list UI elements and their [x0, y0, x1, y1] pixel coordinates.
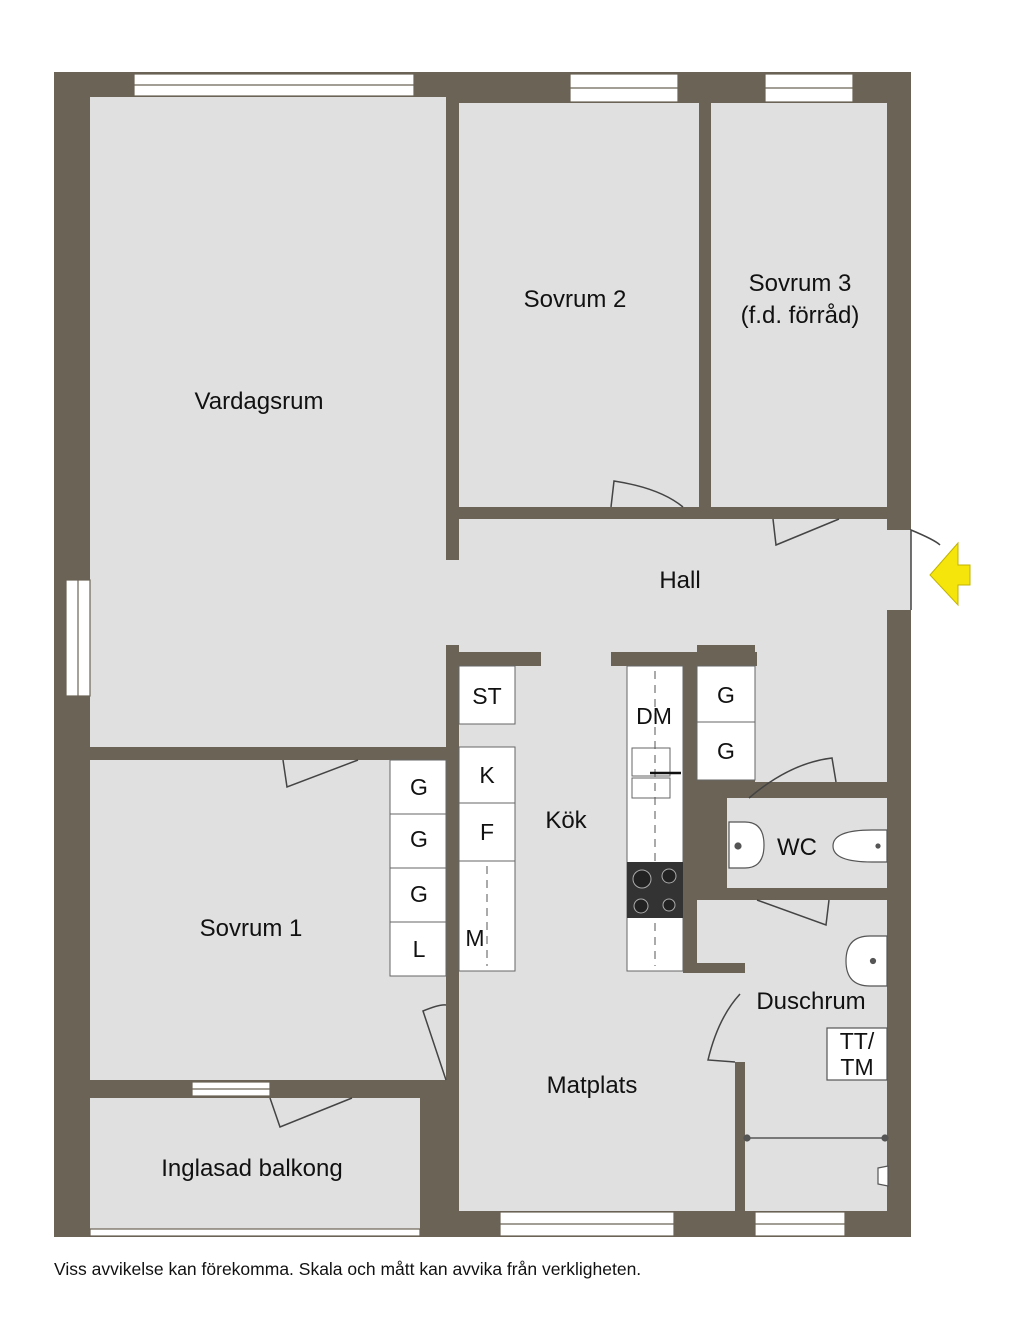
- door-sovrum1: [422, 1004, 447, 1081]
- entrance-gap: [887, 530, 911, 610]
- window: [89, 1228, 421, 1237]
- matplats-floor: [459, 970, 735, 1211]
- label-dm: DM: [636, 703, 672, 729]
- label-sovrum3-line1: Sovrum 3: [749, 270, 852, 297]
- label-hall: Hall: [659, 567, 700, 594]
- label-g: G: [717, 682, 735, 708]
- sink-icon: [845, 935, 888, 987]
- vardagsrum-floor: [90, 97, 446, 747]
- sovrum2-floor: [459, 103, 699, 507]
- wardrobes-sovrum1: [389, 759, 447, 977]
- duschrum-fixtures: [743, 935, 889, 1187]
- vardagsrum-hall-opening: [446, 560, 460, 646]
- door-vardagsrum: [282, 759, 359, 789]
- label-sovrum2: Sovrum 2: [524, 286, 627, 313]
- shower-icon: [877, 1165, 889, 1187]
- label-sovrum3-line2: (f.d. förråd): [741, 302, 860, 329]
- label-g: G: [410, 881, 428, 907]
- label-l: L: [413, 936, 426, 962]
- door-balkong: [269, 1097, 353, 1128]
- fixture-f: [458, 802, 516, 862]
- label-balkong: Inglasad balkong: [161, 1155, 342, 1182]
- label-wc: WC: [777, 834, 817, 861]
- fixture-st: [458, 665, 516, 725]
- duschrum-upper-gap: [745, 963, 887, 1211]
- label-sovrum1: Sovrum 1: [200, 915, 303, 942]
- label-f: F: [480, 819, 494, 845]
- entrance-arrow-icon: [929, 541, 971, 607]
- door-duschrum-side: [707, 993, 741, 1063]
- sink-icon: [728, 821, 765, 869]
- label-g: G: [410, 826, 428, 852]
- doors: [269, 480, 941, 1128]
- label-kok: Kök: [545, 807, 587, 834]
- label-st: ST: [472, 683, 501, 709]
- door-sovrum2: [610, 480, 684, 508]
- label-k: K: [479, 762, 495, 788]
- balkong-floor: [90, 1098, 420, 1230]
- hall-lower-right: [755, 645, 887, 782]
- label-m: M: [465, 925, 484, 951]
- door-entrance: [910, 528, 941, 610]
- wc-fixtures: [728, 821, 888, 869]
- label-matplats: Matplats: [547, 1072, 638, 1099]
- label-vardagsrum: Vardagsrum: [195, 388, 324, 415]
- interior-walls: [90, 97, 887, 1237]
- door-duschrum: [756, 899, 830, 927]
- door-wc: [748, 757, 837, 799]
- disclaimer-text: Viss avvikelse kan förekomma. Skala och …: [54, 1259, 642, 1279]
- windows: [65, 73, 854, 1237]
- fixture-k: [458, 746, 516, 804]
- label-g: G: [717, 738, 735, 764]
- sovrum1-floor: [90, 760, 446, 1080]
- door-sovrum3: [772, 518, 840, 547]
- hall-floor: [459, 519, 887, 645]
- label-duschrum: Duschrum: [756, 988, 865, 1015]
- label-tt: TT/: [840, 1028, 875, 1054]
- hob-burners: [632, 868, 677, 914]
- fixture-tt-tm: [826, 1027, 888, 1081]
- label-tm: TM: [840, 1054, 873, 1080]
- wardrobes-hall: [696, 665, 756, 781]
- toilet-icon: [832, 829, 888, 863]
- sovrum3-floor: [711, 103, 887, 507]
- label-g: G: [410, 774, 428, 800]
